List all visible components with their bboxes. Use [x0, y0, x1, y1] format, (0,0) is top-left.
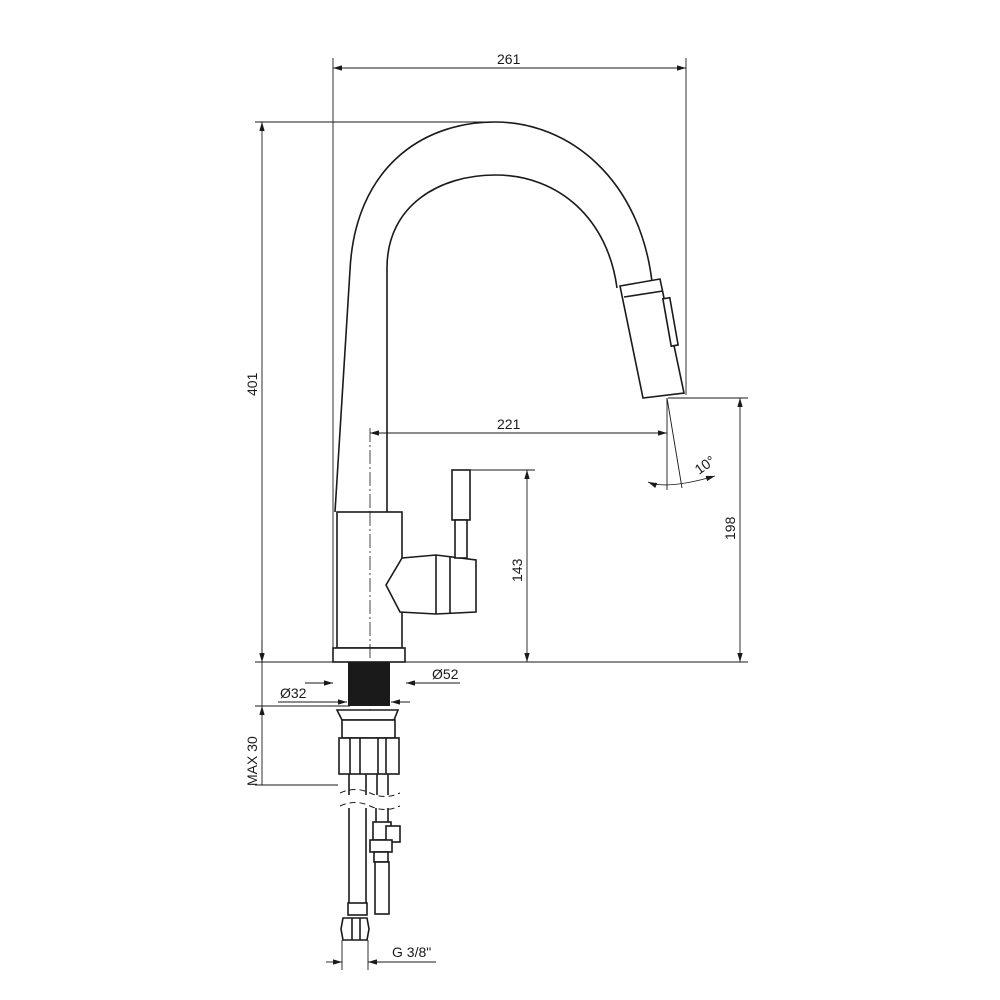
label-d32: Ø32 [280, 685, 307, 701]
label-max30: MAX 30 [244, 736, 260, 786]
lever-handle [451, 469, 471, 521]
mounting-nut [338, 737, 400, 775]
mounting-shank [335, 662, 401, 941]
hose-nut [340, 917, 370, 941]
spray-button [661, 296, 680, 348]
label-10deg: 10° [692, 452, 719, 477]
label-261: 261 [497, 51, 521, 67]
label-198: 198 [722, 516, 738, 540]
label-401: 401 [244, 372, 260, 396]
faucet-body [332, 469, 477, 663]
label-d52: Ø52 [432, 666, 459, 682]
break-line [339, 789, 401, 797]
spout [334, 121, 653, 513]
label-g38: G 3/8" [392, 944, 431, 960]
dim-10deg-arc [647, 475, 716, 488]
extension-lines [255, 58, 748, 970]
label-143: 143 [509, 558, 525, 582]
dimension-lines [259, 65, 743, 965]
label-221: 221 [497, 416, 521, 432]
spray-head [619, 278, 685, 399]
